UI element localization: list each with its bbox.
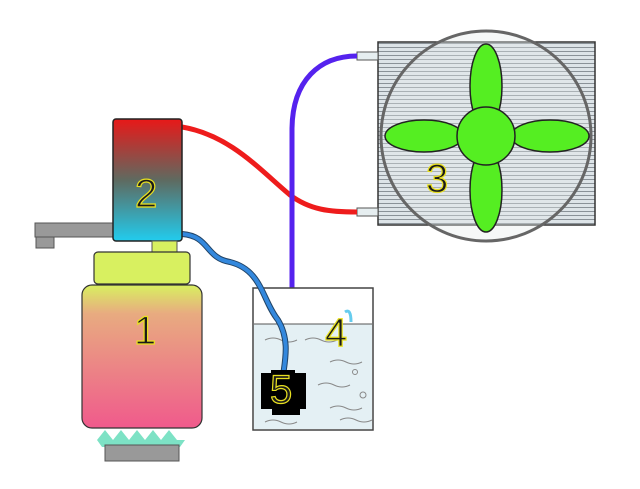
flame-icon xyxy=(97,430,185,447)
label-heat-exchanger: 2 xyxy=(135,172,157,216)
radiator-outlet xyxy=(356,207,379,217)
pump: 5 xyxy=(261,367,306,415)
jar: 1 xyxy=(81,240,203,429)
heat-exchanger: 2 xyxy=(112,118,183,242)
fan-icon xyxy=(384,43,590,233)
label-jar: 1 xyxy=(134,309,156,353)
jar-lid xyxy=(93,251,191,285)
hot-pipe xyxy=(181,124,358,215)
radiator-inlet xyxy=(356,51,379,61)
faucet xyxy=(34,222,114,249)
label-pump: 5 xyxy=(270,368,292,412)
pump-pipe xyxy=(181,232,288,377)
label-tank: 4 xyxy=(325,311,347,355)
burner-plate xyxy=(104,444,180,462)
return-pipe xyxy=(289,53,358,308)
label-radiator: 3 xyxy=(426,157,448,201)
radiator: 3 xyxy=(356,29,596,243)
splash-icon xyxy=(344,309,353,323)
